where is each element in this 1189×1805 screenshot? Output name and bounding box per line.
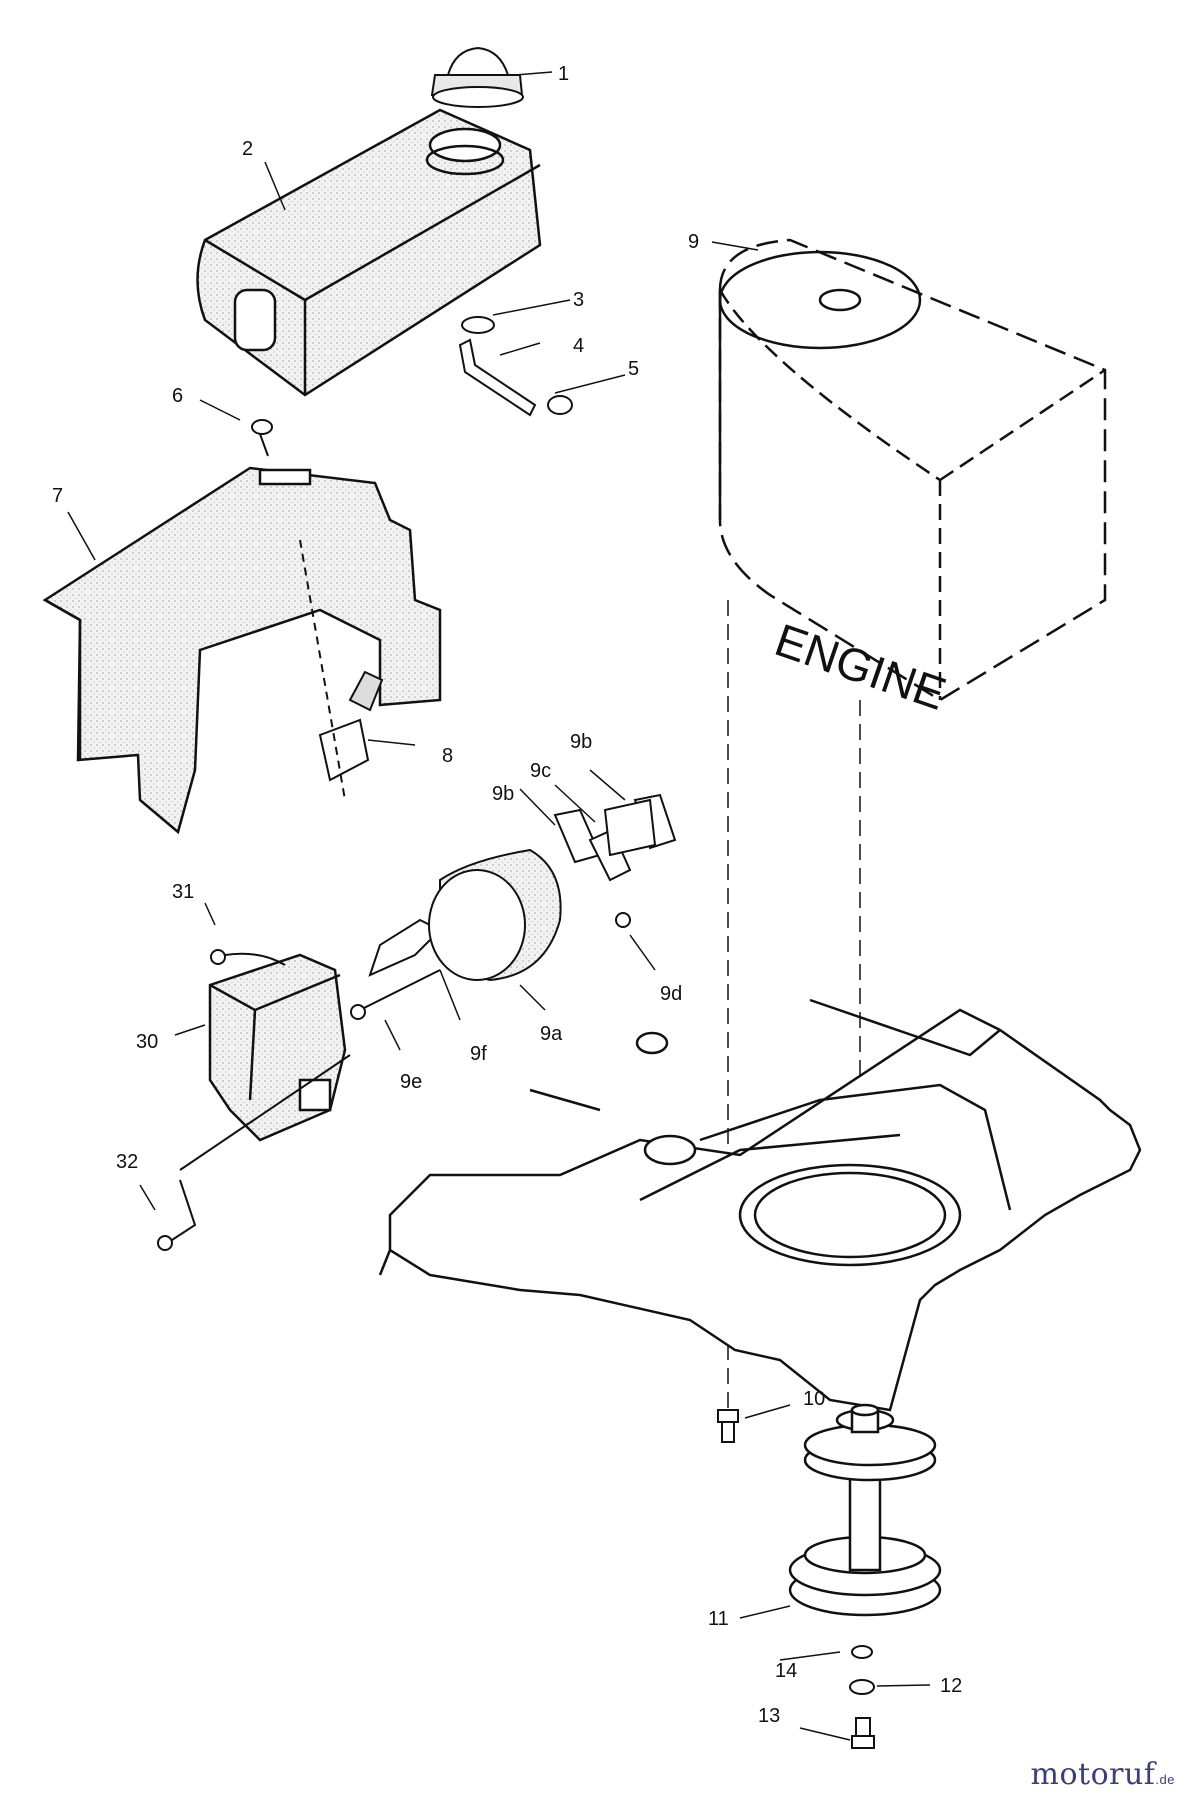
callout-3: 3 xyxy=(573,289,584,311)
muffler xyxy=(368,848,562,982)
muffler-bolts xyxy=(350,912,631,1020)
leader-lines xyxy=(67,71,931,1741)
callout-7: 7 xyxy=(52,485,63,507)
callout-9f: 9f xyxy=(470,1043,487,1065)
callout-12: 12 xyxy=(940,1675,962,1697)
washers-12-14 xyxy=(849,1645,875,1695)
heat-shield xyxy=(208,953,347,1142)
screw-6 xyxy=(251,419,273,457)
gaskets xyxy=(553,793,677,882)
callouts: 1 2 3 4 5 6 7 8 9 9b 9c 9b 9d 9a 9f 9e 3… xyxy=(52,63,962,1727)
callout-9a: 9a xyxy=(540,1023,563,1045)
callout-9d: 9d xyxy=(660,983,682,1005)
callout-14: 14 xyxy=(775,1660,797,1682)
callout-9b-right: 9b xyxy=(570,731,592,753)
bolt-10 xyxy=(717,1409,739,1443)
watermark-logo: motoruf.de xyxy=(1031,1757,1175,1792)
callout-11: 11 xyxy=(708,1608,729,1630)
callout-13: 13 xyxy=(758,1705,780,1727)
callout-9e: 9e xyxy=(400,1071,422,1093)
bolt-13 xyxy=(851,1717,875,1749)
gas-cap xyxy=(430,46,524,108)
callout-10: 10 xyxy=(803,1388,825,1410)
callout-9b-left: 9b xyxy=(492,783,514,805)
throttle-control xyxy=(299,539,384,801)
callout-5: 5 xyxy=(628,358,639,380)
fuel-tank xyxy=(196,108,542,397)
watermark-brand: motoruf xyxy=(1030,1757,1156,1792)
callout-4: 4 xyxy=(573,335,584,357)
frame-chassis xyxy=(378,998,1142,1412)
fuel-line xyxy=(458,316,573,417)
callout-31: 31 xyxy=(172,881,194,903)
engine-outline xyxy=(718,238,1107,702)
callout-2: 2 xyxy=(242,138,253,160)
callout-9c: 9c xyxy=(530,760,551,782)
callout-8: 8 xyxy=(442,745,453,767)
callout-6: 6 xyxy=(172,385,183,407)
dash-panel xyxy=(42,466,442,835)
watermark-tld: .de xyxy=(1155,1772,1175,1787)
callout-9: 9 xyxy=(688,231,699,253)
hardware-31-32 xyxy=(157,949,351,1251)
callout-32: 32 xyxy=(116,1151,138,1173)
callout-30: 30 xyxy=(136,1031,158,1053)
pulley-assembly xyxy=(788,1403,942,1617)
callout-1: 1 xyxy=(558,63,569,85)
